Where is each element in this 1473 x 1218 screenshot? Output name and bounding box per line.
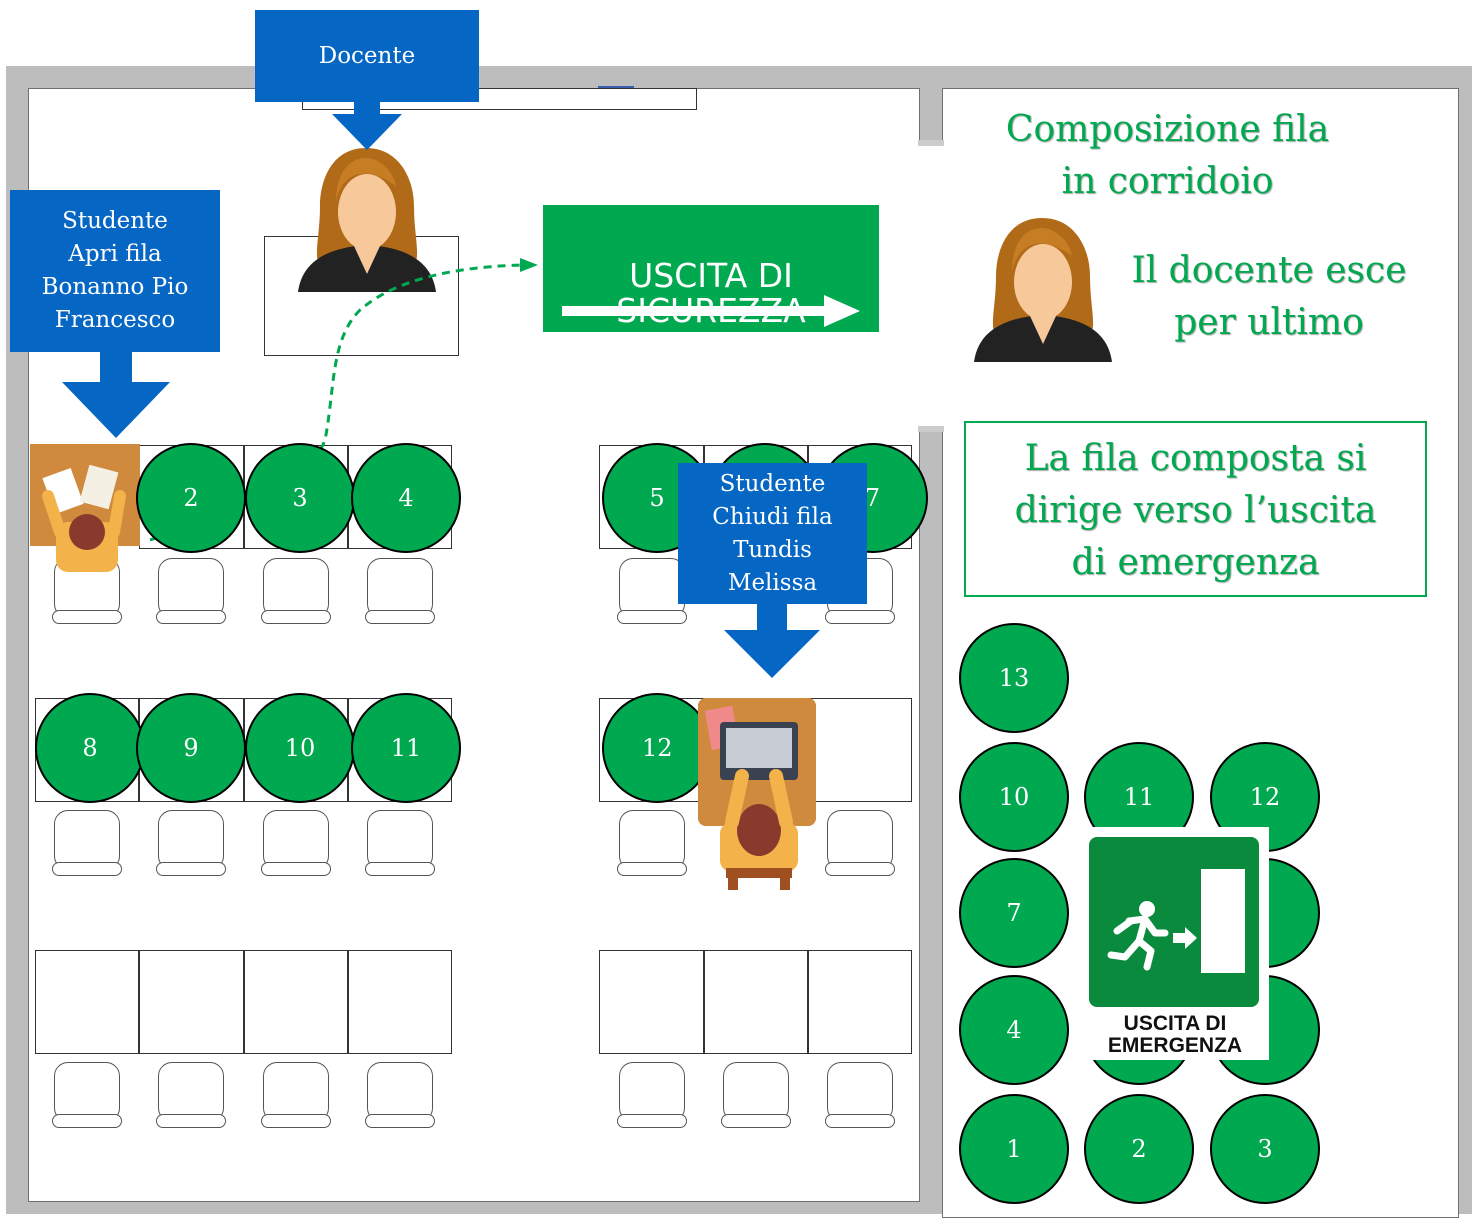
emergency-exit-sign: USCITA DI EMERGENZA (1081, 827, 1269, 1060)
desk (348, 950, 452, 1054)
teacher-label: Docente (255, 10, 479, 102)
chair (825, 1062, 895, 1128)
group-note-text: La fila composta si dirige verso l’uscit… (1014, 438, 1377, 583)
emergency-exit-sign-text: USCITA DI EMERGENZA (1107, 1012, 1243, 1057)
chair (261, 1062, 331, 1128)
student-disc-4: 4 (351, 443, 461, 553)
group-note-box: La fila composta si dirige verso l’uscit… (964, 421, 1427, 597)
chair (617, 1062, 687, 1128)
student-disc-11: 11 (351, 693, 461, 803)
student-disc-8: 8 (35, 693, 145, 803)
teacher-last-note: Il docente esce per ultimo (1131, 250, 1407, 343)
chair (721, 1062, 791, 1128)
chair (52, 1062, 122, 1128)
chair (617, 558, 687, 624)
desk (35, 950, 139, 1054)
chair (261, 558, 331, 624)
student-disc-2: 2 (136, 443, 246, 553)
corridor-disc-13: 13 (959, 623, 1069, 733)
student-disc-3: 3 (245, 443, 355, 553)
right-arrow-icon (562, 295, 860, 327)
student-writing-icon (30, 444, 140, 572)
desk (808, 698, 912, 802)
teacher-label-text: Docente (318, 42, 416, 69)
row-closer-down-arrow-icon (724, 602, 820, 678)
door-opening (918, 140, 944, 432)
student-disc-12: 12 (602, 693, 712, 803)
corridor-disc-7: 7 (959, 858, 1069, 968)
student-laptop-overlay-icon (698, 698, 816, 890)
teacher-avatar-icon (298, 148, 436, 292)
corridor-disc-2: 2 (1084, 1094, 1194, 1204)
row-closer-label: Studente Chiudi fila Tundis Melissa (678, 463, 867, 604)
chair (365, 810, 435, 876)
desk (244, 950, 348, 1054)
corridor-disc-3: 3 (1210, 1094, 1320, 1204)
chair (156, 558, 226, 624)
chair (825, 810, 895, 876)
corridor-disc-4: 4 (959, 975, 1069, 1085)
row-opener-label-text: Studente Apri fila Bonanno Pio Francesco (41, 208, 189, 333)
running-man-exit-icon (1089, 837, 1259, 1007)
corridor-title: Composizione fila in corridoio (1005, 109, 1330, 202)
desk (139, 950, 244, 1054)
student-disc-7-label: 7 (864, 484, 880, 512)
chair (156, 1062, 226, 1128)
chair (52, 810, 122, 876)
chair (261, 810, 331, 876)
desk (599, 950, 704, 1054)
student-disc-12-label: 12 (642, 734, 673, 762)
corridor-disc-1: 1 (959, 1094, 1069, 1204)
chair (617, 810, 687, 876)
student-disc-10: 10 (245, 693, 355, 803)
corridor-disc-10: 10 (959, 742, 1069, 852)
chair (365, 558, 435, 624)
chair (365, 1062, 435, 1128)
row-opener-label: Studente Apri fila Bonanno Pio Francesco (10, 190, 220, 352)
teacher-down-arrow-icon (332, 100, 402, 150)
row-opener-down-arrow-icon (62, 350, 170, 438)
teacher-corridor-avatar-icon (974, 218, 1112, 362)
desk (704, 950, 808, 1054)
chair (156, 810, 226, 876)
row-closer-label-text: Studente Chiudi fila Tundis Melissa (712, 470, 833, 596)
desk (808, 950, 912, 1054)
student-disc-9: 9 (136, 693, 246, 803)
